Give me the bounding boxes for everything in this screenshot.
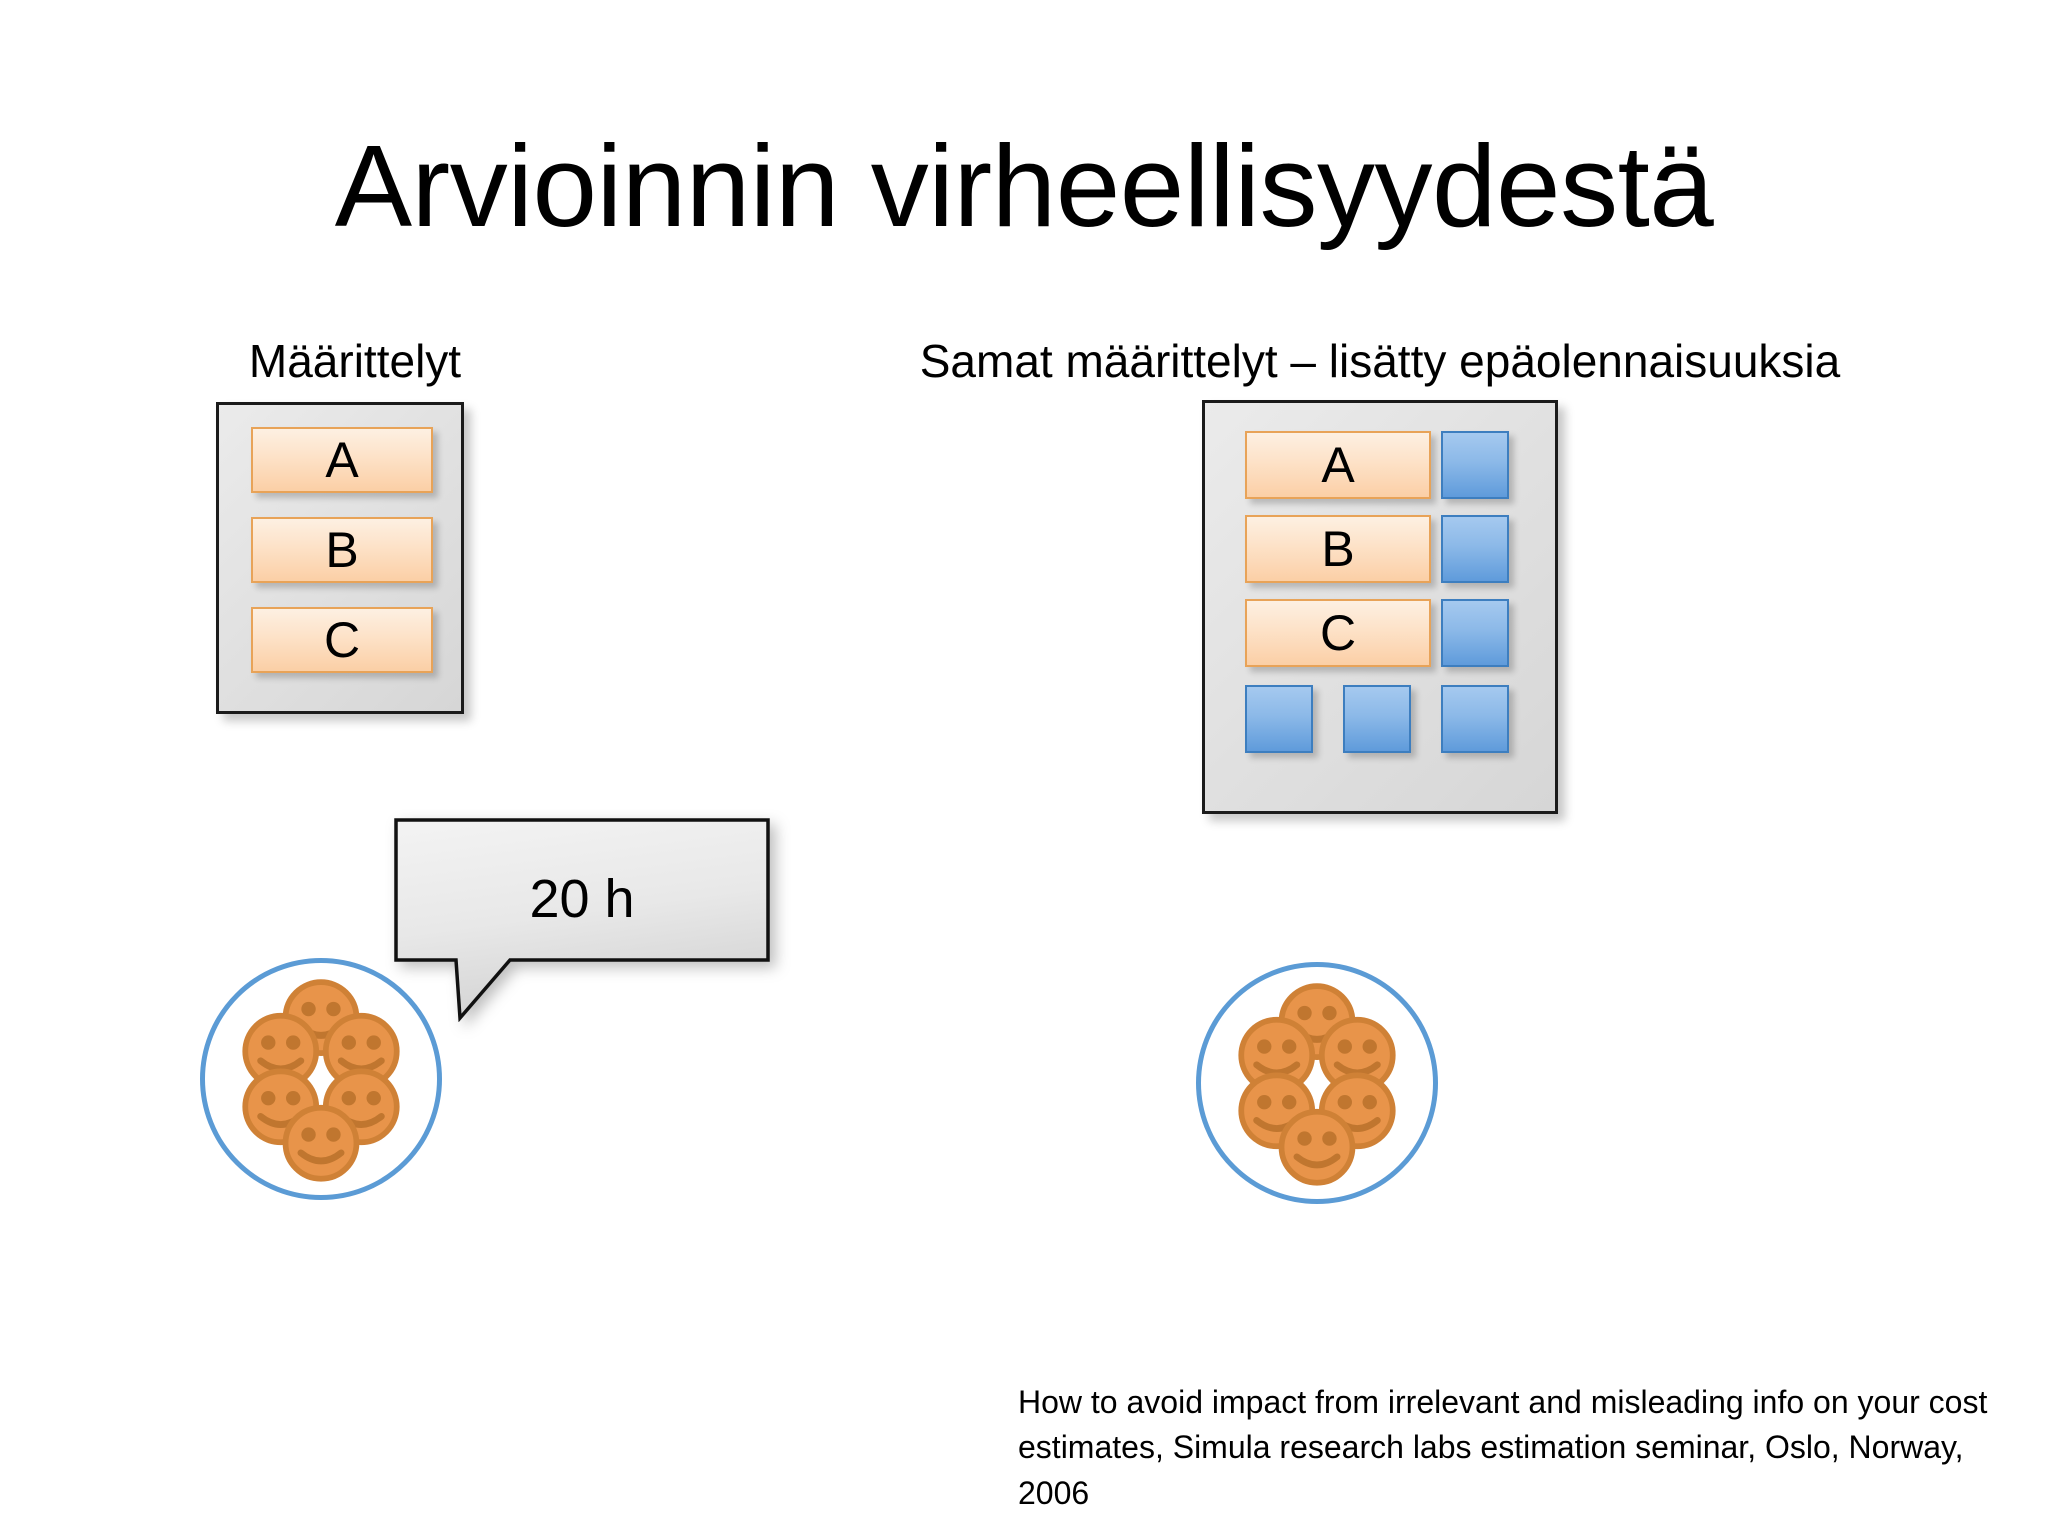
requirement-box-b: B	[1245, 515, 1431, 583]
smiley-icon	[322, 1012, 400, 1090]
distractor-box	[1245, 685, 1313, 753]
right-team-circle	[1196, 962, 1438, 1204]
distractor-box	[1441, 431, 1509, 499]
speech-bubble	[394, 818, 770, 1022]
right-column-caption: Samat määrittelyt – lisätty epäolennaisu…	[919, 335, 1841, 387]
left-team-circle	[200, 958, 442, 1200]
citation-text: How to avoid impact from irrelevant and …	[1018, 1384, 1988, 1511]
requirement-box-b: B	[251, 517, 433, 583]
distractor-box	[1441, 599, 1509, 667]
distractor-box	[1343, 685, 1411, 753]
left-column-caption: Määrittelyt	[248, 335, 462, 387]
smiley-icon	[282, 1104, 360, 1182]
requirement-box-a: A	[251, 427, 433, 493]
smiley-icon	[1278, 1108, 1356, 1186]
requirement-box-c: C	[1245, 599, 1431, 667]
requirement-box-c: C	[251, 607, 433, 673]
distractor-box	[1441, 515, 1509, 583]
page-title: Arvioinnin virheellisyydestä	[334, 121, 1714, 251]
requirement-box-a: A	[1245, 431, 1431, 499]
left-requirements-panel: A B C	[216, 402, 464, 714]
distractor-box	[1441, 685, 1509, 753]
right-requirements-panel: A B C	[1202, 400, 1558, 814]
speech-bubble-text: 20 h	[529, 869, 635, 929]
